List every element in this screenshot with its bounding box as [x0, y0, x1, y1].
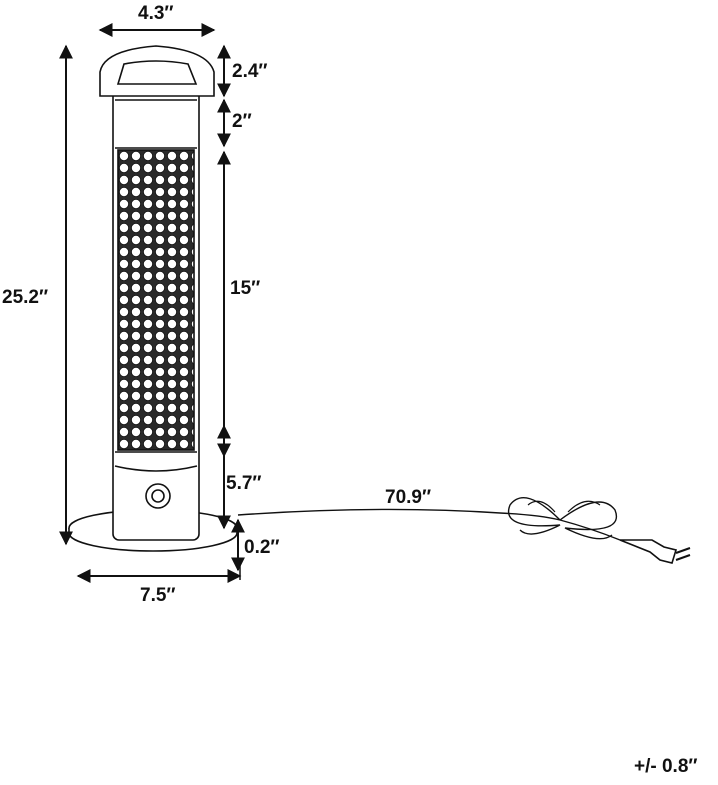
power-cord [237, 508, 621, 541]
base-plate-label: 0.2″ [244, 537, 280, 558]
handle-height-label: 2.4″ [232, 61, 268, 82]
base-section-label: 5.7″ [226, 473, 262, 494]
upper-band-label: 2″ [232, 111, 252, 132]
heater-illustration [68, 45, 691, 564]
dimension-lines [59, 23, 245, 583]
grille-height-label: 15″ [230, 278, 261, 299]
plug [619, 539, 678, 564]
handle-grip [116, 60, 198, 85]
tolerance-label: +/- 0.8″ [634, 756, 698, 777]
total-height-label: 25.2″ [2, 287, 49, 308]
cord-length-label: 70.9″ [385, 487, 432, 508]
base-width-label: 7.5″ [140, 585, 176, 606]
top-width-label: 4.3″ [138, 3, 174, 24]
heating-grille [117, 149, 195, 451]
